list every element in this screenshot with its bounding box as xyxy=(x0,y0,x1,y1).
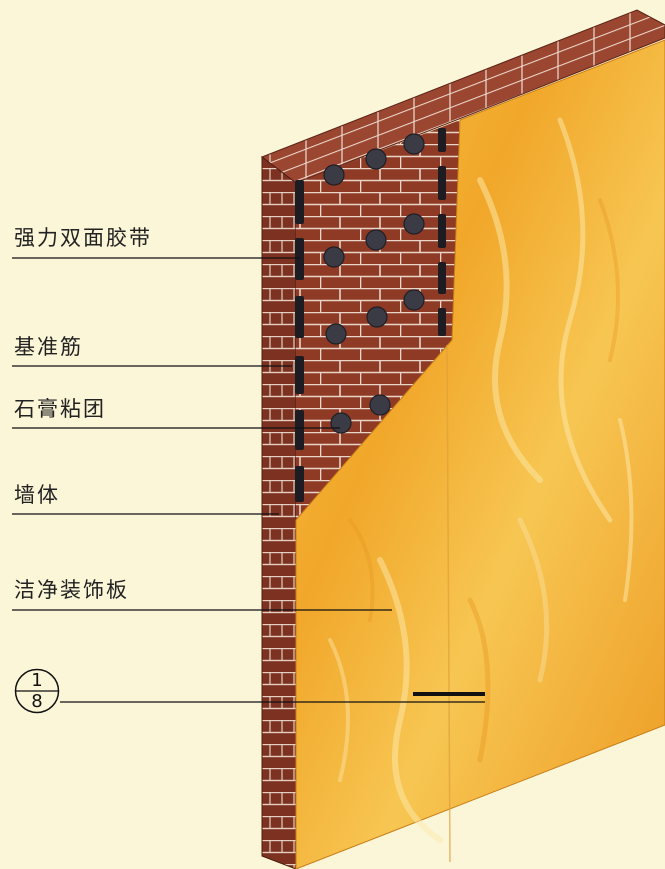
label-panel: 洁净装饰板 xyxy=(14,578,129,602)
detail-marker-circle xyxy=(14,668,60,714)
label-furring: 基准筋 xyxy=(14,335,83,359)
decorative-panel xyxy=(295,39,665,869)
detail-marker-number-top: 1 xyxy=(31,670,43,691)
double-sided-tape-strips xyxy=(295,128,446,502)
wall-left-edge xyxy=(261,155,297,869)
label-wall: 墙体 xyxy=(14,483,60,507)
panel-marble-texture xyxy=(328,117,634,843)
detail-marker: 1 8 xyxy=(14,668,60,714)
panel-joint xyxy=(446,344,451,863)
section-marker-bar xyxy=(413,692,485,696)
label-tape: 强力双面胶带 xyxy=(14,226,152,250)
detail-marker-number-bottom: 8 xyxy=(31,691,43,712)
plaster-dabs xyxy=(323,133,425,434)
leader-lines xyxy=(12,257,485,703)
label-plaster: 石膏粘团 xyxy=(14,397,106,421)
